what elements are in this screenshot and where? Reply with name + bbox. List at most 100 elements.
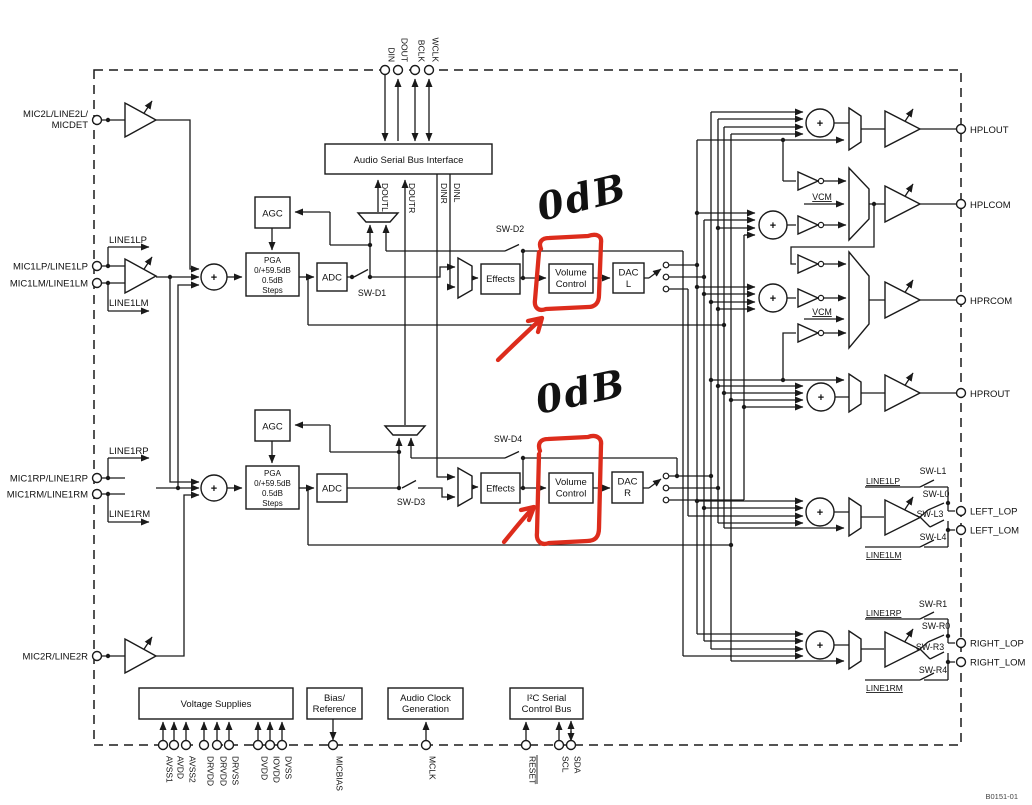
audio-clock-label-2: Generation	[402, 704, 449, 715]
pin-reset	[520, 739, 532, 751]
hplout-amp	[884, 109, 922, 149]
voltage-supplies-label: Voltage Supplies	[181, 699, 252, 710]
pga-right-label-4: Steps	[262, 499, 282, 508]
pin-label-mic2r: MIC2R/LINE2R	[23, 652, 89, 663]
pin-label-avdd: AVDD	[176, 756, 186, 779]
mic1l-input-amp	[124, 257, 158, 295]
pin-right-lom	[955, 656, 967, 668]
hprout-amp	[884, 373, 922, 413]
pin-label-mclk: MCLK	[428, 756, 438, 780]
net-label-line1rm: LINE1RM	[109, 509, 150, 520]
dac-right-block	[611, 471, 644, 504]
hplcom-summer	[758, 210, 788, 240]
inverter-bubble	[817, 260, 825, 268]
pin-label-mic2l-1: MIC2L/LINE2L/	[23, 109, 88, 120]
right-lineout-amp	[884, 630, 922, 669]
pga-right-label-1: PGA	[264, 469, 282, 478]
pin-label-sda: SDA	[573, 756, 583, 774]
volume-left-label-2: Control	[556, 279, 587, 290]
junction-dots	[105, 117, 951, 665]
switch-label-swd3: SW-D3	[397, 497, 425, 507]
summer-plus: +	[770, 220, 776, 232]
pin-right-lop	[955, 637, 967, 649]
dac-output-switch-contacts	[662, 261, 670, 504]
pga-right-block	[245, 465, 300, 510]
switch-label-swl1: SW-L1	[920, 466, 947, 476]
effects-left-mux	[457, 256, 473, 300]
switch-label-swd1: SW-D1	[358, 288, 386, 298]
mic2r-input-amp	[124, 637, 158, 675]
switch-label-swl3: SW-L3	[917, 509, 944, 519]
i2c-label-2: Control Bus	[522, 704, 572, 715]
right-lineout-summer	[805, 630, 835, 660]
bias-reference-label-2: Reference	[313, 704, 357, 715]
ref-label-line1lm: LINE1LM	[866, 550, 901, 560]
pin-dvss	[276, 739, 288, 751]
asbi-label: Audio Serial Bus Interface	[354, 155, 464, 166]
pin-dout	[392, 64, 404, 76]
summer-plus: +	[818, 392, 824, 404]
summer-plus: +	[817, 507, 823, 519]
handwritten-0db-left: 0dB	[532, 164, 631, 230]
agc-left-block	[254, 196, 291, 229]
hprcom-inverter-top	[797, 253, 820, 275]
pin-dvdd	[252, 739, 264, 751]
doutr-mux	[383, 425, 427, 436]
net-label-line1rp: LINE1RP	[109, 446, 149, 457]
pin-drvdd2	[211, 739, 223, 751]
bias-reference-block	[306, 687, 363, 720]
adc-right-block	[316, 473, 348, 503]
agc-right-label: AGC	[262, 422, 283, 433]
dac-left-label-1: DAC	[618, 268, 638, 279]
audio-clock-label-1: Audio Clock	[400, 693, 451, 704]
pga-right-label-3: 0.5dB	[262, 489, 283, 498]
pin-avss1	[157, 739, 169, 751]
pin-hprcom	[955, 294, 967, 306]
agc-left-label: AGC	[262, 209, 283, 220]
pin-drvdd1	[198, 739, 210, 751]
chip-boundary	[93, 69, 962, 746]
volume-control-left-block	[548, 263, 594, 294]
pin-label-micbias: MICBIAS	[335, 756, 345, 791]
pga-left-block	[245, 252, 300, 297]
pin-left-lop	[955, 505, 967, 517]
pin-label-hprout: HPROUT	[970, 389, 1010, 400]
pin-avss2	[180, 739, 192, 751]
switch-label-swr1: SW-R1	[919, 599, 947, 609]
pin-label-dvdd: DVDD	[260, 756, 270, 780]
adc-left-label: ADC	[322, 273, 342, 284]
switch-label-swl4: SW-L4	[920, 532, 947, 542]
left-lineout-amp	[884, 498, 922, 537]
pga-left-label-3: 0.5dB	[262, 276, 283, 285]
marker-box-left-volume	[532, 232, 604, 312]
ref-label-line1rp: LINE1RP	[866, 608, 902, 618]
net-label-doutr: DOUTR	[407, 183, 417, 213]
audio-clock-generation-block	[387, 687, 464, 720]
pin-label-reset: RESET	[528, 756, 538, 784]
pin-mic1lm	[91, 277, 103, 289]
net-label-doutl: DOUTL	[380, 183, 390, 212]
pin-left-lom	[955, 524, 967, 536]
switch-label-swr3: SW-R3	[916, 642, 944, 652]
pga-left-label-1: PGA	[264, 256, 282, 265]
hprcom-amp	[884, 280, 922, 320]
package-pins	[91, 64, 967, 751]
volume-control-right-block	[548, 472, 594, 504]
effects-right-mux	[457, 466, 473, 508]
net-label-vcm-top: VCM	[812, 192, 832, 202]
agc-right-block	[254, 409, 291, 442]
doutl-mux	[356, 212, 400, 223]
pin-label-scl: SCL	[561, 756, 571, 773]
right-record-summer	[200, 474, 228, 502]
net-label-dinl: DINL	[452, 183, 462, 203]
summer-plus: +	[817, 640, 823, 652]
effects-left-block	[480, 263, 521, 295]
handwritten-0db-right: 0dB	[532, 360, 631, 423]
switch-label-swr4: SW-R4	[919, 665, 947, 675]
hplcom-mux	[848, 166, 870, 242]
pin-label-mic2l-2: MICDET	[52, 120, 89, 131]
i2c-serial-control-bus-block	[509, 687, 584, 720]
net-label-dinr: DINR	[439, 183, 449, 204]
